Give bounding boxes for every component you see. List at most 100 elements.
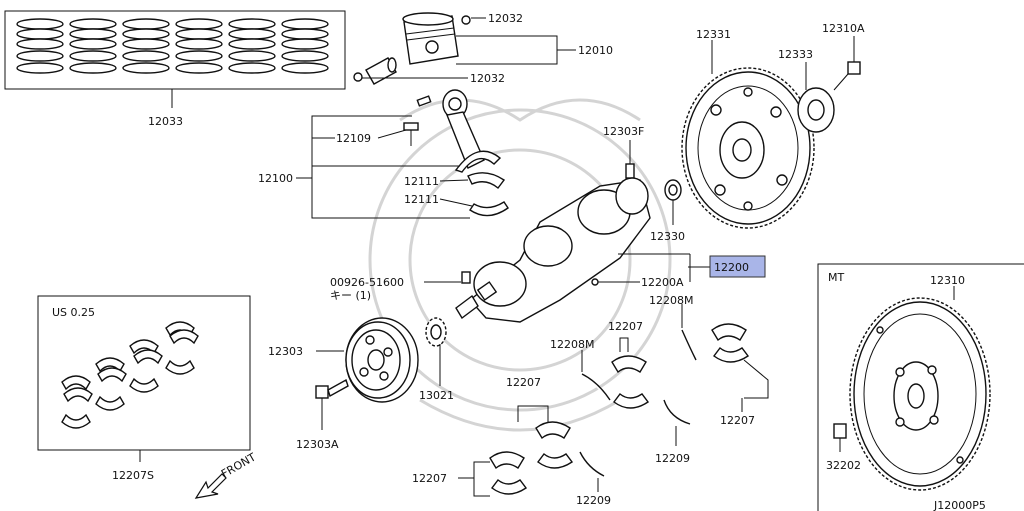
piston-pin[interactable] [365,57,397,85]
washer-1[interactable] [663,399,691,425]
washer-2[interactable] [579,451,605,477]
label-12010[interactable]: 12010 [578,44,613,57]
label-12209-1[interactable]: 12209 [655,452,690,465]
bearing-shell [129,377,159,393]
front-arrow-icon [194,473,227,499]
label-12208M-1[interactable]: 12208M [649,294,693,307]
label-12111-lower[interactable]: 12111 [404,193,439,206]
label-12109[interactable]: 12109 [336,132,371,145]
label-13021[interactable]: 13021 [419,389,454,402]
conrod-bearing-upper[interactable] [467,172,506,190]
label-12207-3[interactable]: 12207 [506,376,541,389]
piston-ring [69,62,117,74]
piston-ring [175,28,223,40]
piston-ring [175,38,223,50]
label-12033[interactable]: 12033 [148,115,183,128]
thrust-washer-1[interactable] [681,329,697,361]
piston[interactable] [402,12,459,65]
bearing-shell [95,395,125,411]
flywheel-mt[interactable] [849,297,991,491]
mt-flywheel-group[interactable] [817,263,1024,511]
piston-ring [69,18,117,30]
crankshaft-pulley[interactable] [345,317,419,403]
bearing-shell [165,359,195,375]
label-key-qty: キー (1) [330,289,371,302]
piston-ring [16,38,64,50]
piston-ring [175,62,223,74]
label-12331[interactable]: 12331 [696,28,731,41]
flywheel-bolt-at[interactable] [833,61,861,91]
piston-rings-box [4,10,346,90]
label-12207-1[interactable]: 12207 [608,320,643,333]
label-12207S[interactable]: 12207S [112,469,154,482]
bearing-shell [61,375,91,391]
main-bearing-4[interactable] [489,451,528,495]
piston-ring [122,50,170,62]
piston-ring [175,50,223,62]
label-12207-2[interactable]: 12207 [720,414,755,427]
woodruff-key[interactable] [461,271,471,284]
piston-ring [228,28,276,40]
label-12333[interactable]: 12333 [778,48,813,61]
label-32202[interactable]: 32202 [826,459,861,472]
label-12200[interactable]: 12200 [714,261,749,274]
crankshaft[interactable] [455,177,651,323]
piston-ring [281,62,329,74]
label-12111-upper[interactable]: 12111 [404,175,439,188]
main-bearing-2[interactable] [711,323,750,363]
flywheel-bolt-mt[interactable] [833,423,847,439]
conrod-bearing-lower[interactable] [469,201,509,217]
main-bearing-1[interactable] [611,355,650,409]
label-12303[interactable]: 12303 [268,345,303,358]
bearing-shell [133,349,163,365]
label-12310[interactable]: 12310 [930,274,965,287]
conrod-bolt-upper[interactable] [416,95,432,107]
undersize-box [37,295,251,451]
label-12330[interactable]: 12330 [650,230,685,243]
main-bearing-3[interactable] [535,421,574,469]
undersize-bearings-group[interactable] [37,295,251,462]
diagram-id: J12000P5 [933,499,986,511]
label-12207-4[interactable]: 12207 [412,472,447,485]
label-12200A[interactable]: 12200A [641,276,684,289]
piston-ring [228,18,276,30]
label-12303A[interactable]: 12303A [296,438,339,451]
spacer[interactable] [664,179,682,201]
pulley-bolt[interactable] [315,378,349,399]
label-key-code[interactable]: 00926-51600 [330,276,404,289]
plug[interactable] [591,278,599,286]
flywheel-plate[interactable] [797,87,835,133]
piston-ring [228,62,276,74]
label-12100[interactable]: 12100 [258,172,293,185]
label-12032-lower[interactable]: 12032 [470,72,505,85]
piston-clip-lower[interactable] [353,72,363,82]
pilot-bushing[interactable] [625,163,635,179]
piston-ring [281,50,329,62]
label-12032-upper[interactable]: 12032 [488,12,523,25]
label-12209-2[interactable]: 12209 [576,494,611,507]
piston-rings-group[interactable] [4,10,346,108]
piston-ring [175,18,223,30]
piston-ring [228,50,276,62]
flywheel-at[interactable] [681,67,815,229]
crankshaft-highlight[interactable] [709,255,766,278]
thrust-washer-2[interactable] [581,373,611,401]
piston-ring [281,28,329,40]
piston-ring [281,38,329,50]
conrod-bolt-lower[interactable] [403,122,419,146]
piston-ring [122,38,170,50]
undersize-title: US 0.25 [52,306,95,319]
label-12208M-2[interactable]: 12208M [550,338,594,351]
piston-clip-upper[interactable] [461,15,471,25]
undersize-bearing-shells [61,321,199,429]
bearing-shell [97,367,127,383]
label-12310A[interactable]: 12310A [822,22,865,35]
piston-ring [122,28,170,40]
connecting-rod[interactable] [442,89,502,173]
piston-ring [16,50,64,62]
crank-sprocket[interactable] [425,317,447,347]
label-12303F[interactable]: 12303F [603,125,644,138]
piston-ring [122,18,170,30]
piston-ring [16,18,64,30]
